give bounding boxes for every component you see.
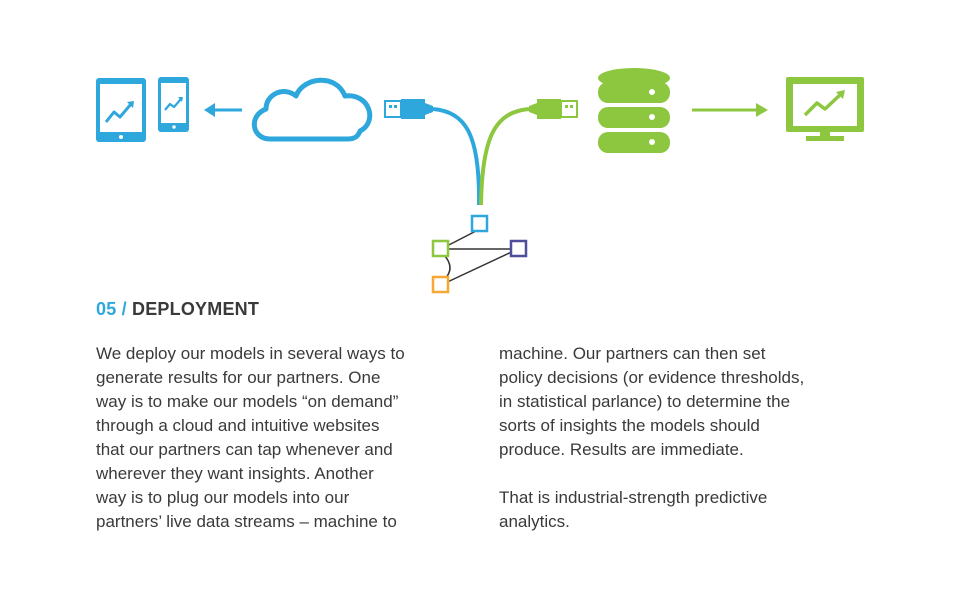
body-line: policy decisions (or evidence thresholds… xyxy=(499,368,805,387)
arrow-left-icon xyxy=(204,103,242,117)
body-line: sorts of insights the models should xyxy=(499,416,760,435)
paragraph-gap xyxy=(499,462,869,486)
database-icon xyxy=(598,68,670,153)
section-number: 05 xyxy=(96,299,117,319)
section-title: DEPLOYMENT xyxy=(132,299,260,319)
body-line: generate results for our partners. One xyxy=(96,368,381,387)
phone-chart-icon xyxy=(158,77,189,132)
body-column-right: machine. Our partners can then set polic… xyxy=(499,342,869,534)
section-heading: 05 / DEPLOYMENT xyxy=(96,299,259,320)
deployment-diagram xyxy=(96,68,864,294)
body-line: through a cloud and intuitive websites xyxy=(96,416,380,435)
body-column-left: We deploy our models in several ways to … xyxy=(96,342,466,534)
body-line: way is to make our models “on demand” xyxy=(96,392,399,411)
model-network-icon xyxy=(431,214,528,294)
body-line: machine. Our partners can then set xyxy=(499,344,766,363)
cable-blue xyxy=(432,107,482,206)
tablet-chart-icon xyxy=(96,78,146,142)
body-line: partners’ live data streams – machine to xyxy=(96,512,397,531)
body-line: in statistical parlance) to determine th… xyxy=(499,392,791,411)
usb-plug-green-icon xyxy=(529,99,578,119)
monitor-chart-icon xyxy=(786,77,864,141)
section-separator: / xyxy=(121,299,127,319)
body-line: produce. Results are immediate. xyxy=(499,440,744,459)
arrow-right-icon xyxy=(692,103,768,117)
body-line: that our partners can tap whenever and xyxy=(96,440,393,459)
body-line: We deploy our models in several ways to xyxy=(96,344,405,363)
cable-green xyxy=(479,107,530,206)
body-line: wherever they want insights. Another xyxy=(96,464,374,483)
closing-line: That is industrial-strength predictive xyxy=(499,488,768,507)
body-line: way is to plug our models into our xyxy=(96,488,350,507)
cloud-icon xyxy=(252,77,373,142)
closing-line: analytics. xyxy=(499,512,570,531)
usb-plug-blue-icon xyxy=(384,99,433,119)
